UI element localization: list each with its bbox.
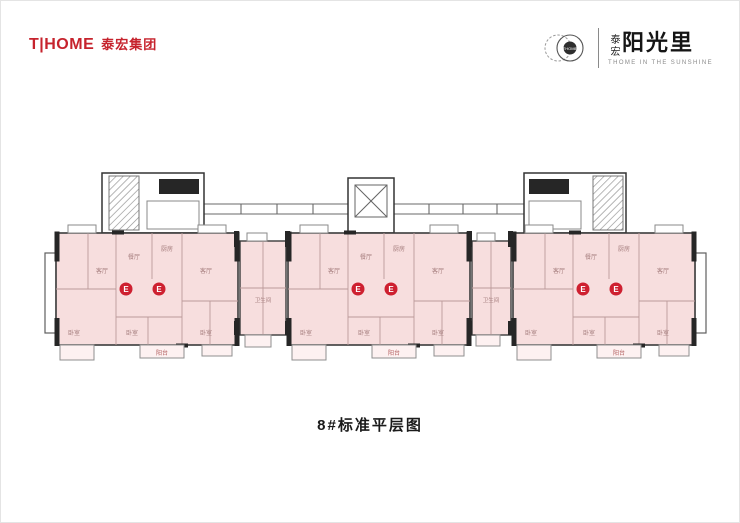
room-label-bath: 卫生间 xyxy=(255,296,272,304)
company-logo-mark: T|HOME xyxy=(29,36,95,53)
plan-title: 8#标准平层图 xyxy=(317,417,423,434)
stair-core-left xyxy=(101,172,205,234)
connector-unit-left: 卫生间 xyxy=(239,232,287,348)
lobby xyxy=(146,200,200,230)
end-cap-left xyxy=(44,252,57,334)
brand-name-large: 阳光里 xyxy=(622,29,695,56)
wing-left xyxy=(53,224,241,361)
emblem-ring xyxy=(556,34,584,62)
emblem-core xyxy=(563,41,577,55)
wall-block xyxy=(529,179,569,194)
connector-unit-right: 卫生间 xyxy=(471,232,512,347)
staircase-icon xyxy=(592,175,624,231)
wing-right xyxy=(510,224,698,361)
brand-emblem-icon: THOME xyxy=(544,34,584,62)
brand-logo: THOME 泰宏 阳光里 THOME IN THE SUNSHINE xyxy=(543,27,713,69)
brand-name-small: 泰宏 xyxy=(608,33,620,58)
corridor-right xyxy=(394,203,524,215)
stair-core-right xyxy=(523,172,627,234)
room-label-bath: 卫生间 xyxy=(483,296,500,304)
lobby xyxy=(528,200,582,230)
staircase-icon xyxy=(108,175,140,231)
elevator-core-middle xyxy=(347,177,395,234)
brand-text: 泰宏 阳光里 THOME IN THE SUNSHINE xyxy=(608,29,713,66)
wing-middle xyxy=(285,224,473,361)
company-name: 泰宏集团 xyxy=(101,37,158,52)
end-cap-right xyxy=(694,252,707,334)
wall-segments xyxy=(234,231,513,335)
emblem-text: THOME xyxy=(563,46,578,51)
logo-divider xyxy=(598,28,600,68)
brand-tagline: THOME IN THE SUNSHINE xyxy=(608,59,713,66)
wall-block xyxy=(159,179,199,194)
company-logo: T|HOME 泰宏集团 xyxy=(29,34,157,54)
corridor-left xyxy=(204,203,348,215)
